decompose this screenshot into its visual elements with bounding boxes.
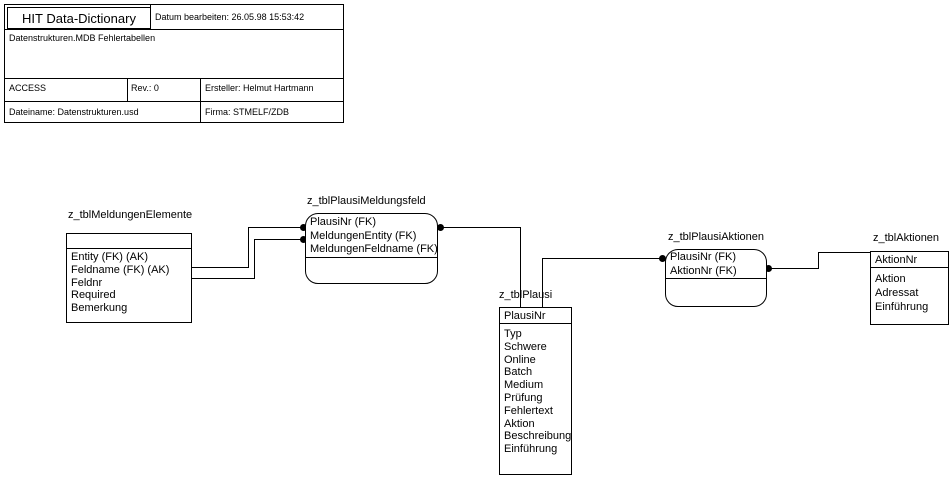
attribute-row: Required (71, 289, 116, 302)
info-divider-v1 (150, 5, 151, 29)
attribute-row: Feldname (FK) (AK) (71, 263, 170, 276)
connector-segment (542, 258, 662, 259)
connector-segment (818, 252, 870, 253)
info-divider-v2 (127, 78, 128, 101)
entity-title-plausi: z_tblPlausi (499, 289, 553, 301)
info-divider-v3 (200, 78, 201, 122)
attribute-compartment: Entity (FK) (AK) Feldname (FK) (AK) Feld… (67, 249, 191, 317)
attribute-row: Prüfung (504, 391, 543, 404)
connector-segment (770, 268, 818, 269)
attribute-compartment (666, 279, 766, 283)
key-compartment: AktionNr (871, 252, 948, 268)
entity-box-plausi[interactable]: PlausiNr Typ Schwere Online Batch Medium… (499, 307, 572, 475)
connector-segment (248, 227, 304, 228)
info-block: HIT Data-Dictionary Datum bearbeiten: 26… (4, 4, 344, 123)
attribute-compartment: Typ Schwere Online Batch Medium Prüfung … (500, 324, 571, 458)
key-row: PlausiNr (504, 310, 546, 322)
entity-box-aktionen[interactable]: AktionNr Aktion Adressat Einführung (870, 251, 949, 325)
attribute-row: Schwere (504, 340, 547, 353)
attribute-row: Medium (504, 379, 544, 392)
attribute-compartment: Aktion Adressat Einführung (871, 268, 948, 316)
connector-segment (192, 267, 248, 268)
key-compartment: PlausiNr (FK) MeldungenEntity (FK) Meldu… (306, 214, 438, 258)
diagram-title: HIT Data-Dictionary (22, 10, 136, 26)
connector-segment (254, 239, 255, 279)
revision-label: Rev.: 0 (131, 83, 159, 93)
key-row: AktionNr (FK) (670, 264, 737, 277)
info-divider-h1 (5, 29, 343, 30)
connector-segment (254, 239, 304, 240)
entity-box-meldungenelemente[interactable]: Entity (FK) (AK) Feldname (FK) (AK) Feld… (66, 233, 192, 323)
entity-title-aktionen: z_tblAktionen (873, 232, 940, 244)
attribute-row: Einführung (875, 301, 929, 313)
connector-segment (520, 227, 521, 307)
key-row: MeldungenEntity (FK) (310, 229, 417, 242)
attribute-row: Adressat (875, 287, 919, 299)
entity-title-plausiaktionen: z_tblPlausiAktionen (668, 231, 765, 243)
attribute-compartment (306, 258, 437, 262)
connector-segment (192, 278, 254, 279)
filename-label: Dateiname: Datenstrukturen.usd (9, 107, 139, 117)
key-compartment (67, 234, 191, 249)
key-row: PlausiNr (FK) (310, 216, 377, 228)
key-row: PlausiNr (FK) (670, 251, 737, 263)
subject-label: Datenstrukturen.MDB Fehlertabellen (9, 33, 156, 43)
key-compartment: PlausiNr (FK) AktionNr (FK) (666, 250, 766, 279)
many-cardinality-dot-icon (659, 255, 666, 262)
info-divider-h2 (5, 78, 343, 79)
attribute-row: Aktion (875, 273, 906, 285)
attribute-row: Aktion (504, 417, 535, 430)
many-cardinality-dot-icon (437, 224, 444, 231)
connector-segment (441, 227, 521, 228)
info-title-cell: HIT Data-Dictionary (7, 7, 151, 29)
entity-title-plausimeldungsfeld: z_tblPlausiMeldungsfeld (307, 195, 426, 207)
attribute-row: Einführung (504, 443, 558, 456)
author-label: Ersteller: Helmut Hartmann (205, 83, 314, 93)
attribute-row: Feldnr (71, 276, 103, 289)
date-label: Datum bearbeiten: 26.05.98 15:53:42 (155, 12, 305, 22)
key-compartment: PlausiNr (500, 308, 571, 324)
key-row: AktionNr (875, 254, 918, 266)
many-cardinality-dot-icon (300, 236, 307, 243)
attribute-row: Entity (FK) (AK) (71, 251, 149, 263)
connector-segment (818, 252, 819, 269)
connector-segment (248, 227, 249, 268)
attribute-row: Batch (504, 366, 533, 379)
entity-box-plausiaktionen[interactable]: PlausiNr (FK) AktionNr (FK) (665, 249, 767, 307)
db-system-label: ACCESS (9, 83, 47, 93)
entity-box-plausimeldungsfeld[interactable]: PlausiNr (FK) MeldungenEntity (FK) Meldu… (305, 213, 438, 284)
attribute-row: Bemerkung (71, 302, 128, 315)
attribute-row: Online (504, 353, 536, 366)
many-cardinality-dot-icon (765, 265, 772, 272)
company-label: Firma: STMELF/ZDB (205, 107, 290, 117)
entity-title-meldungenelemente: z_tblMeldungenElemente (68, 209, 193, 221)
connector-segment (542, 258, 543, 307)
attribute-row: Beschreibung (504, 430, 572, 443)
attribute-row: Fehlertext (504, 404, 553, 417)
attribute-row: Typ (504, 328, 522, 340)
info-divider-h3 (5, 101, 343, 102)
key-row: MeldungenFeldname (FK) (310, 243, 438, 255)
many-cardinality-dot-icon (300, 224, 307, 231)
